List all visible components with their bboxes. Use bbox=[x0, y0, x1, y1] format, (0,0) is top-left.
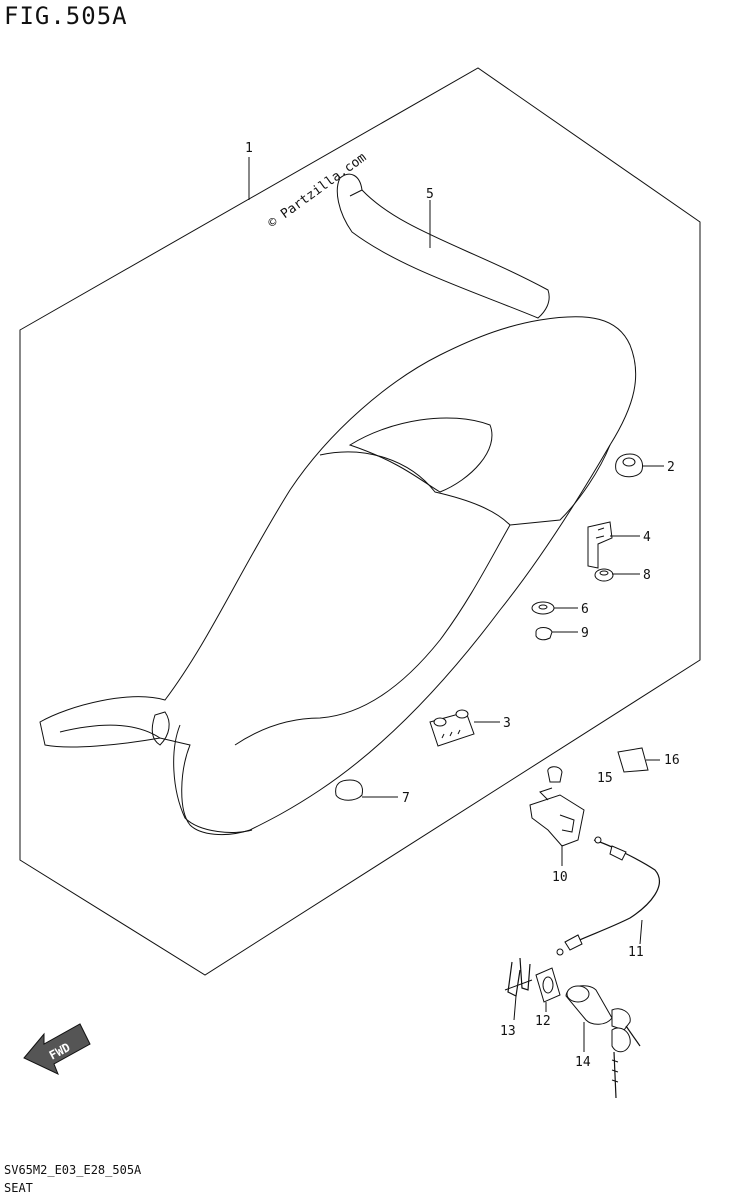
callout-4: 4 bbox=[643, 530, 651, 545]
callout-12: 12 bbox=[535, 1014, 551, 1029]
callout-11: 11 bbox=[628, 945, 644, 960]
seat-cushion-7[interactable] bbox=[335, 779, 363, 801]
callout-13: 13 bbox=[500, 1024, 516, 1039]
callout-16: 16 bbox=[664, 753, 680, 768]
seat-lock[interactable] bbox=[529, 766, 585, 847]
callout-3: 3 bbox=[503, 716, 511, 731]
callout-15: 15 bbox=[597, 771, 613, 786]
callout-7: 7 bbox=[402, 791, 410, 806]
nut-8[interactable] bbox=[594, 568, 614, 582]
figure-code: SV65M2_E03_E28_505A bbox=[4, 1163, 142, 1177]
leader-lines bbox=[248, 157, 664, 1052]
seat-strap[interactable] bbox=[336, 173, 550, 319]
washer[interactable] bbox=[531, 601, 555, 615]
assembly-boundary bbox=[19, 67, 701, 976]
figure-name: SEAT bbox=[4, 1181, 33, 1195]
lock-cylinder-with-keys[interactable] bbox=[565, 985, 641, 1099]
forward-direction-arrow: FWD bbox=[23, 1023, 91, 1075]
seat-assembly[interactable] bbox=[39, 316, 637, 835]
nut-9[interactable] bbox=[535, 627, 553, 641]
callout-8: 8 bbox=[643, 568, 651, 583]
cushion-block[interactable] bbox=[429, 709, 475, 747]
seat-bracket[interactable] bbox=[587, 521, 613, 569]
lock-plate[interactable] bbox=[535, 967, 561, 1003]
callout-6: 6 bbox=[581, 602, 589, 617]
caution-label[interactable] bbox=[617, 747, 649, 773]
callout-5: 5 bbox=[426, 187, 434, 202]
callout-1: 1 bbox=[245, 141, 253, 156]
seat-cushion-2[interactable] bbox=[615, 453, 643, 478]
figure-title: FIG.505A bbox=[4, 2, 128, 30]
callout-10: 10 bbox=[552, 870, 568, 885]
seat-lock-cable[interactable] bbox=[556, 836, 660, 956]
lock-clip[interactable] bbox=[504, 957, 533, 997]
callout-2: 2 bbox=[667, 460, 675, 475]
callout-9: 9 bbox=[581, 626, 589, 641]
callout-14: 14 bbox=[575, 1055, 591, 1070]
